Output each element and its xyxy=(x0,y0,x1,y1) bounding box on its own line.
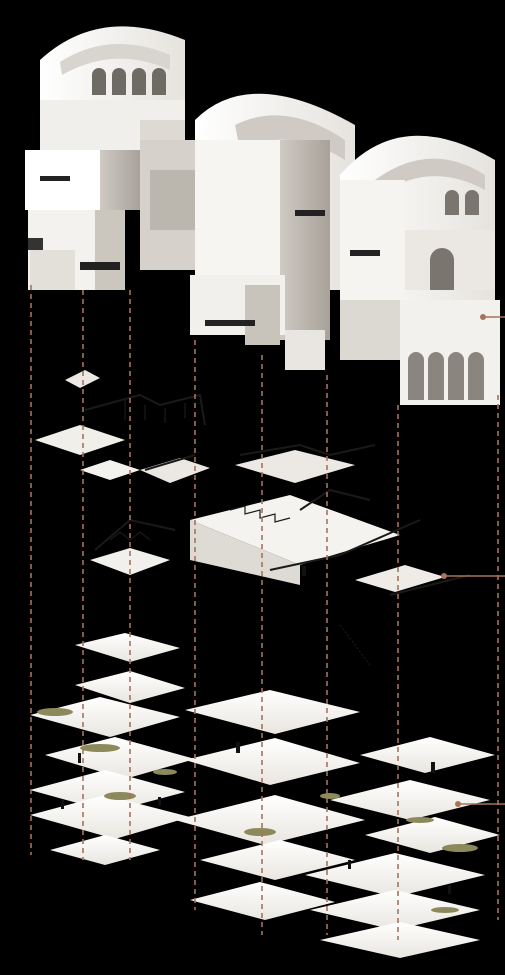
callout-floors-marker xyxy=(455,801,505,807)
alignment-leader-lines xyxy=(30,285,499,940)
callout-markers xyxy=(441,314,505,807)
floor-stack-right xyxy=(305,737,500,958)
floor-stack-middle xyxy=(175,690,365,920)
floor-stack-left xyxy=(30,633,195,865)
building-block-right xyxy=(340,135,500,405)
human-figures xyxy=(61,566,451,894)
stair-group-middle xyxy=(190,443,471,666)
building-block-middle xyxy=(190,93,355,370)
floor-plates-tier xyxy=(30,566,500,958)
massing-tier xyxy=(25,26,500,405)
stair-group-left xyxy=(35,370,210,575)
planting-left xyxy=(37,708,177,800)
callout-massing-marker xyxy=(480,314,505,320)
callout-circulation-marker xyxy=(441,573,505,579)
circulation-tier xyxy=(35,370,471,666)
